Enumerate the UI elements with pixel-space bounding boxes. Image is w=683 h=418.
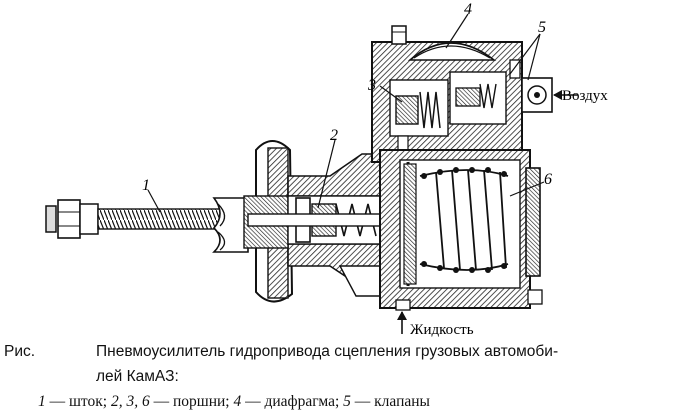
legend: 1 — шток; 2, 3, 6 — поршни; 4 — диафрагм… — [38, 393, 430, 411]
caption-prefix: Рис. — [4, 343, 36, 360]
callout-1: 1 — [142, 177, 150, 194]
leader-lines — [147, 13, 545, 213]
booster-cutaway-diagram: 1 2 3 4 5 6 Воздух Жидкость — [45, 1, 608, 338]
callout-5: 5 — [538, 19, 546, 36]
callout-6: 6 — [544, 171, 552, 188]
pneumatic-cylinder — [379, 149, 543, 311]
callout-4: 4 — [464, 1, 472, 18]
callout-2: 2 — [330, 127, 338, 144]
caption-line-1: Пневмоусилитель гидропривода сцепления г… — [96, 343, 559, 360]
air-inlet-arrow — [553, 90, 578, 100]
caption-line-2: лей КамАЗ: — [96, 368, 179, 385]
legend-item: 5 — клапаны — [343, 393, 430, 410]
callout-3: 3 — [367, 77, 376, 94]
air-label: Воздух — [562, 88, 608, 104]
fluid-outlet-arrow — [397, 311, 407, 334]
push-rod — [45, 199, 249, 239]
legend-item: 4 — диафрагма; — [233, 393, 344, 410]
legend-item: 2, 3, 6 — поршни; — [110, 393, 234, 410]
valve-block — [371, 25, 553, 167]
fluid-label: Жидкость — [410, 322, 474, 338]
legend-item: 1 — шток; — [38, 393, 111, 410]
